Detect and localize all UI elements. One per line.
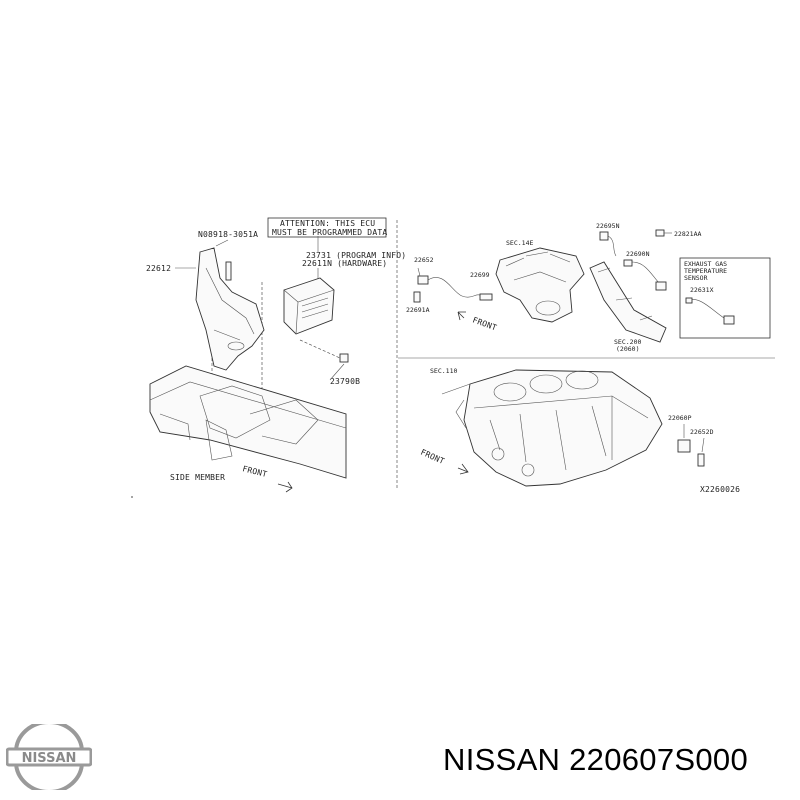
cylinder-2: [529, 374, 563, 394]
callout-ecu-hardware: 22611N (HARDWARE): [302, 259, 387, 268]
part-title: NISSAN 220607S000: [443, 742, 748, 777]
nut: [339, 353, 349, 363]
diagram-code: X2260026: [700, 485, 740, 494]
cylinder-1: [493, 382, 527, 402]
attention-line1: ATTENTION: THIS ECU: [280, 219, 375, 228]
callout-converter-sec: SEC.200: [614, 338, 641, 346]
callout-ecu-program: 23731 (PROGRAM INFO): [306, 251, 406, 260]
callout-sensor-d: 22695N: [596, 222, 620, 230]
callout-sensor-c: 22699: [470, 271, 490, 279]
callout-sensor-e: 22821AA: [674, 230, 701, 238]
knock-sensor: [677, 439, 691, 453]
callout-nut: 23790B: [330, 377, 360, 386]
attention-box: [267, 217, 387, 238]
attention-line2: MUST BE PROGRAMMED DATA: [272, 228, 387, 237]
exhaust-section: 22652 22691A 22699 SEC.14E FRONT 22695N …: [406, 222, 771, 353]
logo-brand: NISSAN: [22, 751, 77, 766]
exhaust-sensor-wire: [687, 299, 725, 319]
side-member: [149, 365, 347, 479]
exhaust-manifold: [495, 247, 585, 323]
callout-bolt: N08918-3051A: [198, 230, 258, 239]
engine-block-section: SEC.110 22060P 22652D FRONT X2260026: [419, 367, 740, 494]
exhaust-line1: EXHAUST GAS: [684, 260, 727, 268]
engine-block: [463, 369, 663, 487]
bolt: [225, 261, 232, 281]
ecu-bracket: [195, 247, 265, 371]
footer: NISSAN NISSAN 220607S000: [0, 712, 800, 800]
callout-sensor-b: 22691A: [406, 306, 430, 314]
callout-knock-a: 22060P: [668, 414, 692, 422]
exhaust-sensor-box: [679, 257, 771, 339]
exhaust-line2: TEMPERATURE: [684, 267, 727, 275]
callout-front-bottom: FRONT: [419, 448, 446, 466]
callout-sensor-f: 22690N: [626, 250, 650, 258]
sensor-top: [599, 231, 609, 241]
sensor-left: [417, 275, 429, 285]
callout-block-sec: SEC.110: [430, 367, 457, 375]
cylinder-3: [565, 370, 599, 390]
catalytic-converter: [589, 261, 667, 343]
nissan-logo: NISSAN: [6, 724, 92, 790]
callout-exhaust-part: 22631X: [690, 286, 714, 294]
ecu-section: ATTENTION: THIS ECU MUST BE PROGRAMMED D…: [146, 217, 406, 493]
callout-front-left: FRONT: [242, 464, 269, 479]
oxygen-sensor: [479, 293, 493, 301]
callout-sensor-a: 22652: [414, 256, 434, 264]
callout-manifold: SEC.14E: [506, 239, 533, 247]
callout-bracket: 22612: [146, 264, 171, 273]
callout-knock-b: 22652D: [690, 428, 714, 436]
ecu-module: [283, 277, 335, 335]
callout-converter-code: (2060): [616, 345, 639, 353]
callout-front-top: FRONT: [471, 315, 498, 332]
exhaust-line3: SENSOR: [684, 274, 708, 282]
sensor-wire-right: [631, 261, 661, 285]
callout-side-member: SIDE MEMBER: [170, 473, 225, 482]
